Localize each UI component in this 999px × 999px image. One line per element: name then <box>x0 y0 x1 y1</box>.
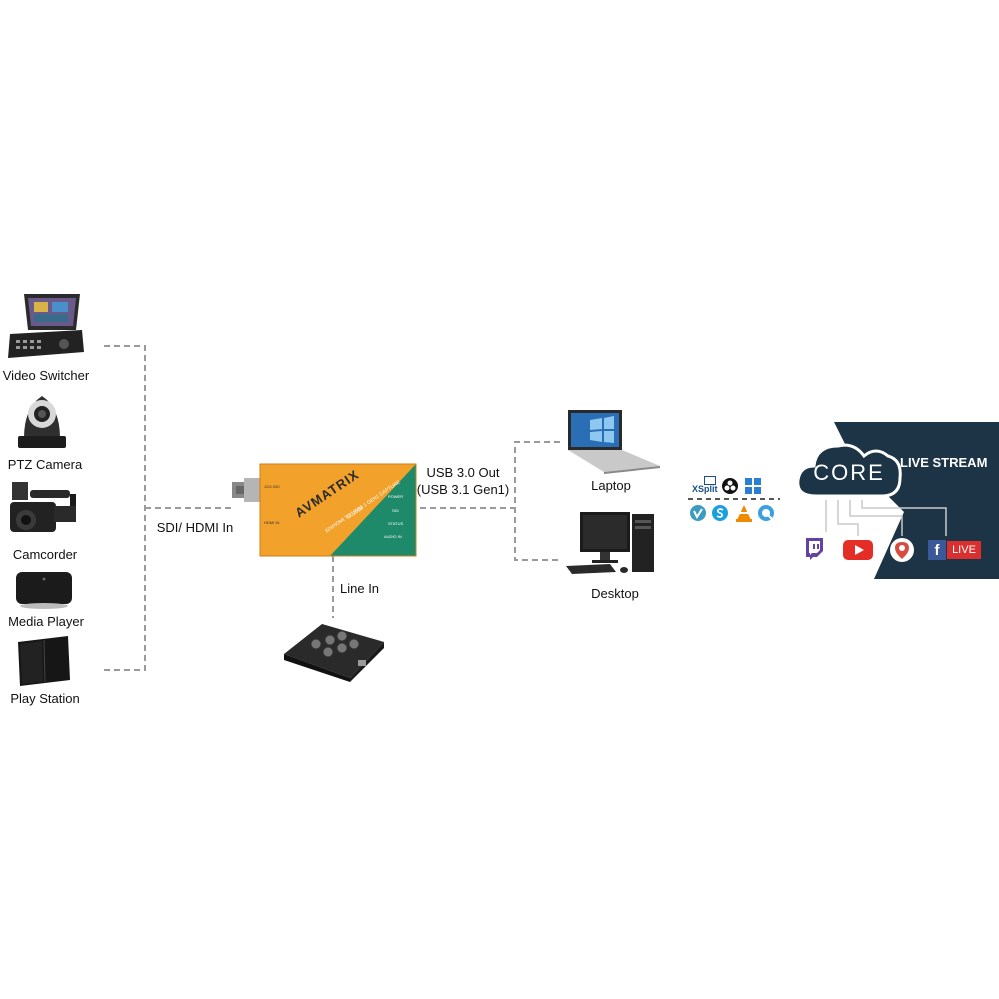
source-label-media-player: Media Player <box>8 614 84 629</box>
source-label-camcorder: Camcorder <box>12 547 78 562</box>
facebook-live-badge: LIVE <box>947 541 981 559</box>
vlc-icon <box>735 504 753 522</box>
cloud-icon <box>794 436 906 502</box>
windows-icon <box>745 478 761 494</box>
indicator-sdi: SDI <box>392 508 399 513</box>
computer-label-desktop: Desktop <box>591 586 639 601</box>
laptop-icon <box>562 406 662 476</box>
usb-out-sublabel: (USB 3.1 Gen1) <box>416 482 510 497</box>
ptz-camera-icon <box>12 390 72 452</box>
source-label-video-switcher: Video Switcher <box>2 368 90 383</box>
obs-icon <box>722 478 738 494</box>
computer-label-laptop: Laptop <box>591 478 631 493</box>
video-switcher-icon <box>6 290 86 362</box>
media-player-icon <box>14 566 74 612</box>
periscope-icon <box>890 538 914 562</box>
youtube-icon <box>843 540 873 560</box>
port-label-hdmi: HDMI IN <box>264 520 280 525</box>
quicktime-icon <box>758 505 774 521</box>
line-in-label: Line In <box>340 581 380 596</box>
sdi-hdmi-in-label: SDI/ HDMI In <box>156 520 234 535</box>
facebook-live-icon: f LIVE <box>928 540 982 560</box>
source-label-ptz-camera: PTZ Camera <box>7 457 83 472</box>
cloud-core-text: CORE <box>813 460 885 485</box>
twitch-icon <box>804 538 824 560</box>
vimeo-icon <box>690 505 706 521</box>
indicator-audio-in: AUDIO IN <box>384 534 402 539</box>
indicator-power: POWER <box>388 494 404 499</box>
capture-device <box>230 460 420 560</box>
computer-bracket-line <box>514 441 560 561</box>
audio-mixer-icon <box>280 618 390 682</box>
xsplit-text: XSplit <box>692 484 718 494</box>
indicator-status: STATUS <box>388 521 404 526</box>
source-label-play-station: Play Station <box>10 691 80 706</box>
usb-out-label: USB 3.0 Out <box>426 465 500 480</box>
camcorder-icon <box>6 476 80 542</box>
live-stream-title: LIVE STREAM <box>900 455 988 470</box>
skype-icon <box>712 505 728 521</box>
xsplit-icon: XSplit <box>692 476 720 496</box>
play-station-icon <box>14 632 74 688</box>
desktop-icon <box>566 510 662 576</box>
port-label-sdi: 12G-SDI <box>264 484 280 489</box>
